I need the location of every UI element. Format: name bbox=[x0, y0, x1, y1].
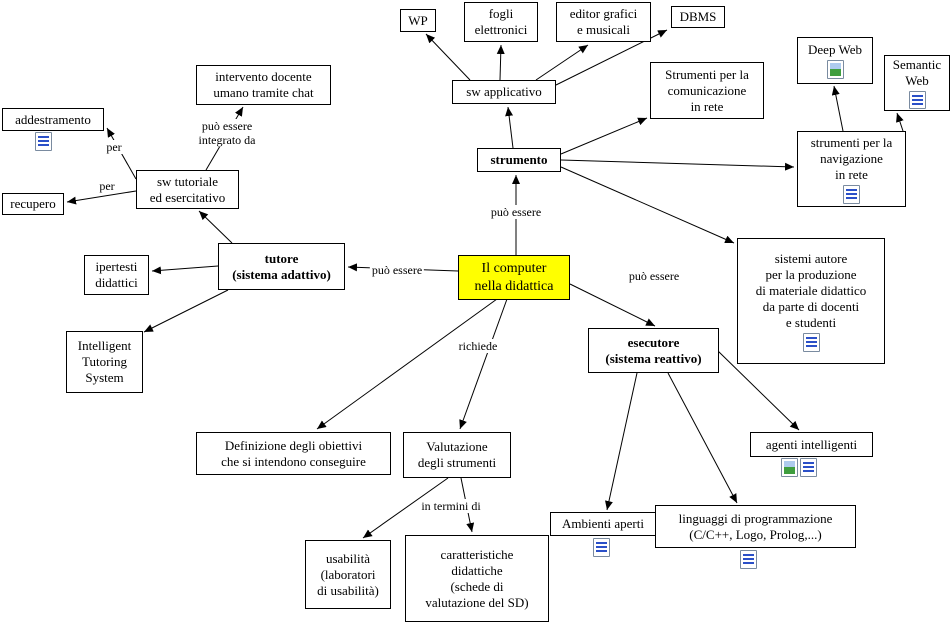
node-navigazione-in-rete-label: strumenti per la navigazione in rete bbox=[810, 134, 893, 182]
link-label-integrato-da[interactable]: può essere integrato da bbox=[196, 119, 258, 147]
node-usabilita-label: usabilità (laboratori di usabilità) bbox=[317, 550, 379, 598]
node-esecutore-label: esecutore (sistema reattivo) bbox=[605, 334, 702, 366]
node-deep-web-label: Deep Web bbox=[808, 42, 862, 57]
node-fogli-elettronici[interactable]: fogli elettronici bbox=[464, 2, 538, 42]
link-label-puo-essere-esecutore[interactable]: può essere bbox=[626, 269, 682, 283]
document-resource-icon[interactable] bbox=[593, 538, 610, 557]
image-resource-icon[interactable] bbox=[826, 60, 844, 79]
node-sw-applicativo-label: sw applicativo bbox=[466, 84, 542, 99]
node-recupero[interactable]: recupero bbox=[2, 193, 64, 215]
node-caratteristiche-didattiche-label: caratteristiche didattiche (schede di va… bbox=[425, 546, 529, 610]
link-label-richiede[interactable]: richiede bbox=[456, 339, 500, 353]
document-resource-icon[interactable] bbox=[740, 550, 757, 569]
node-caratteristiche-didattiche[interactable]: caratteristiche didattiche (schede di va… bbox=[405, 535, 549, 622]
document-resource-icon[interactable] bbox=[843, 184, 860, 204]
document-resource-icon[interactable] bbox=[908, 91, 926, 109]
node-valutazione-strumenti[interactable]: Valutazione degli strumenti bbox=[403, 432, 511, 478]
link-label-per-addestramento[interactable]: per bbox=[104, 140, 124, 154]
node-dbms[interactable]: DBMS bbox=[671, 6, 725, 28]
node-fogli-elettronici-label: fogli elettronici bbox=[474, 6, 528, 37]
link-label-puo-essere-tutore[interactable]: può essere bbox=[369, 263, 425, 277]
node-central-topic-label: Il computer nella didattica bbox=[474, 260, 554, 294]
node-agenti-intelligenti-label: agenti intelligenti bbox=[765, 436, 858, 452]
document-resource-icon[interactable] bbox=[35, 132, 52, 151]
node-definizione-obiettivi-label: Definizione degli obiettivi che si inten… bbox=[221, 437, 366, 469]
node-intervento-docente-label: intervento docente umano tramite chat bbox=[213, 69, 314, 100]
node-editor-grafici-label: editor grafici e musicali bbox=[569, 6, 638, 37]
node-agenti-intelligenti[interactable]: agenti intelligenti bbox=[750, 432, 873, 457]
node-sistemi-autore-label: sistemi autore per la produzione di mate… bbox=[755, 250, 867, 330]
node-ipertesti-didattici[interactable]: ipertesti didattici bbox=[84, 255, 149, 295]
node-ambienti-aperti[interactable]: Ambienti aperti bbox=[550, 512, 656, 536]
document-resource-icon[interactable] bbox=[800, 458, 817, 477]
node-addestramento[interactable]: addestramento bbox=[2, 108, 104, 131]
node-definizione-obiettivi[interactable]: Definizione degli obiettivi che si inten… bbox=[196, 432, 391, 475]
node-tutore[interactable]: tutore (sistema adattivo) bbox=[218, 243, 345, 290]
node-valutazione-strumenti-label: Valutazione degli strumenti bbox=[417, 439, 497, 470]
node-strumento-label: strumento bbox=[490, 152, 548, 167]
node-sw-tutoriale[interactable]: sw tutoriale ed esercitativo bbox=[136, 170, 239, 209]
node-linguaggi-programmazione-label: linguaggi di programmazione (C/C++, Logo… bbox=[678, 510, 833, 542]
node-intelligent-tutoring-system[interactable]: Intelligent Tutoring System bbox=[66, 331, 143, 393]
node-navigazione-in-rete[interactable]: strumenti per la navigazione in rete bbox=[797, 131, 906, 207]
node-linguaggi-programmazione[interactable]: linguaggi di programmazione (C/C++, Logo… bbox=[655, 505, 856, 548]
node-wp-label: WP bbox=[408, 12, 428, 28]
node-central-topic[interactable]: Il computer nella didattica bbox=[458, 255, 570, 300]
node-deep-web[interactable]: Deep Web bbox=[797, 37, 873, 84]
node-tutore-label: tutore (sistema adattivo) bbox=[232, 250, 331, 282]
node-esecutore[interactable]: esecutore (sistema reattivo) bbox=[588, 328, 719, 373]
node-semantic-web-label: Semantic Web bbox=[892, 57, 942, 88]
node-sistemi-autore[interactable]: sistemi autore per la produzione di mate… bbox=[737, 238, 885, 364]
node-strumento[interactable]: strumento bbox=[477, 148, 561, 172]
node-intelligent-tutoring-system-label: Intelligent Tutoring System bbox=[77, 338, 132, 385]
node-comunicazione-in-rete-label: Strumenti per la comunicazione in rete bbox=[665, 66, 749, 114]
node-wp[interactable]: WP bbox=[400, 9, 436, 32]
node-semantic-web[interactable]: Semantic Web bbox=[884, 55, 950, 111]
node-intervento-docente[interactable]: intervento docente umano tramite chat bbox=[196, 65, 331, 105]
node-ipertesti-didattici-label: ipertesti didattici bbox=[95, 259, 138, 290]
node-ambienti-aperti-label: Ambienti aperti bbox=[562, 516, 644, 531]
image-resource-icon[interactable] bbox=[781, 458, 798, 477]
node-addestramento-label: addestramento bbox=[15, 111, 91, 127]
node-sw-applicativo[interactable]: sw applicativo bbox=[452, 80, 556, 104]
document-resource-icon[interactable] bbox=[802, 332, 820, 352]
node-editor-grafici[interactable]: editor grafici e musicali bbox=[556, 2, 651, 42]
link-label-puo-essere-strumento[interactable]: può essere bbox=[488, 205, 544, 219]
node-usabilita[interactable]: usabilità (laboratori di usabilità) bbox=[305, 540, 391, 609]
node-comunicazione-in-rete[interactable]: Strumenti per la comunicazione in rete bbox=[650, 62, 764, 119]
node-recupero-label: recupero bbox=[10, 196, 56, 211]
node-sw-tutoriale-label: sw tutoriale ed esercitativo bbox=[149, 173, 226, 205]
node-dbms-label: DBMS bbox=[679, 9, 717, 24]
link-label-per-recupero[interactable]: per bbox=[97, 179, 117, 193]
link-label-in-termini-di[interactable]: in termini di bbox=[419, 499, 483, 513]
